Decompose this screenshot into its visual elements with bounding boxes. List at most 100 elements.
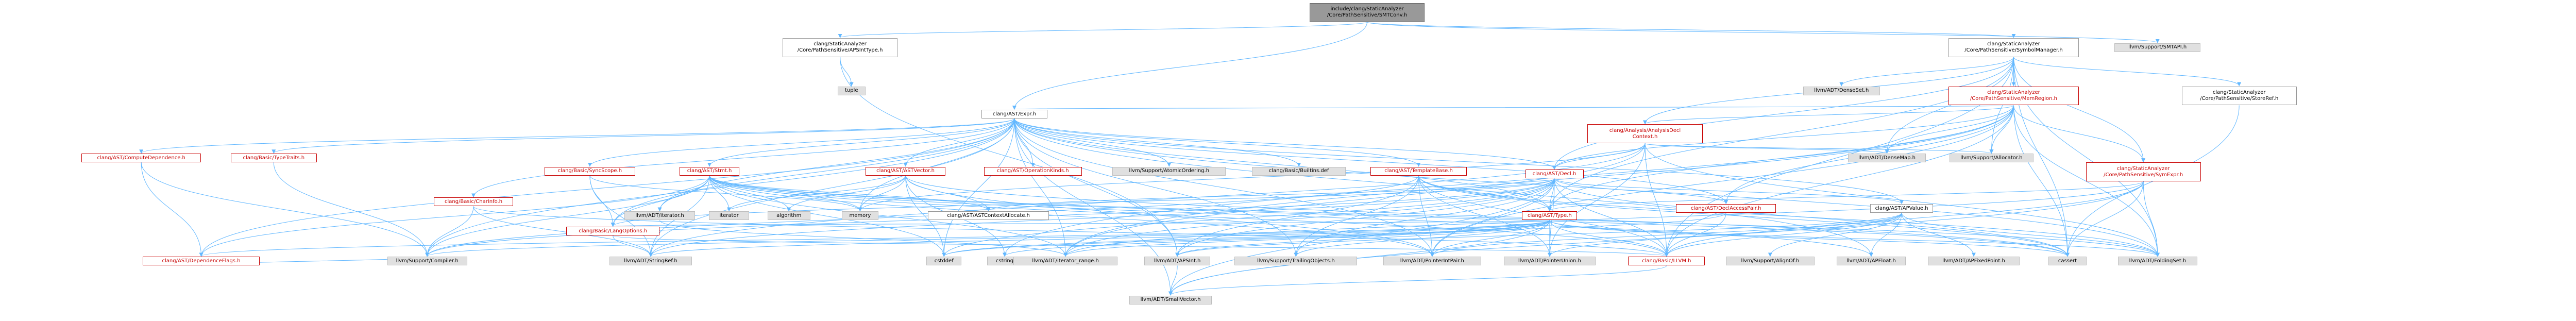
edge-stmt-to-cassert (709, 175, 2070, 257)
edge-memregion-to-foldingset (2013, 105, 2160, 257)
edge-decl-to-ptrint (1430, 178, 1555, 257)
edge-apvalue-to-apfixed (1901, 213, 1976, 257)
edge-analysisdecl-to-stringref (649, 143, 1646, 257)
node-compiler: llvm/Support/Compiler.h (387, 257, 467, 266)
node-smtapi: llvm/Support/SMTAPI.h (2114, 43, 2201, 52)
edge-analysisdecl-to-iterrange (1063, 143, 1646, 257)
node-stmt[interactable]: clang/AST/Stmt.h (680, 166, 740, 176)
node-astvector[interactable]: clang/AST/ASTVector.h (866, 166, 945, 176)
edge-expr-to-atomicord (1014, 119, 1172, 167)
node-algorithm: algorithm (767, 211, 810, 221)
node-denseset: llvm/ADT/DenseSet.h (1803, 86, 1880, 95)
edge-root-to-expr (1012, 22, 1368, 110)
edge-decl-to-apsintL (1175, 178, 1555, 257)
edge-expr-to-cstddef (942, 119, 1015, 257)
edge-stmt-to-ptrint (709, 175, 1434, 257)
node-astcontextallocate[interactable]: clang/AST/ASTContextAllocate.h (928, 211, 1049, 221)
edge-expr-to-templatebase (1014, 118, 1421, 167)
node-declaccesspair[interactable]: clang/AST/DeclAccessPair.h (1676, 204, 1776, 213)
edge-stmt-to-apfloat (709, 175, 1873, 257)
edge-apvalue-to-ptrint (1430, 213, 1902, 257)
edge-templatebase-to-compiler (425, 175, 1419, 257)
node-analysisdeclcontext[interactable]: clang/Analysis/AnalysisDecl Context.h (1587, 124, 1703, 144)
node-stringref: llvm/ADT/StringRef.h (609, 257, 692, 266)
node-type[interactable]: clang/AST/Type.h (1522, 211, 1578, 221)
node-charinfo[interactable]: clang/Basic/CharInfo.h (433, 197, 514, 207)
edge-llvm_h-to-smallvec (1168, 265, 1667, 296)
edge-decl-to-cstddef (942, 178, 1555, 257)
edge-memregion-to-cassert (2013, 105, 2070, 257)
edge-expr-to-computedep (139, 118, 1015, 154)
edge-charinfo-to-compiler (425, 206, 474, 257)
edge-apvalue-to-alignof (1768, 213, 1902, 257)
node-decl[interactable]: clang/AST/Decl.h (1525, 170, 1584, 179)
edge-stmt-to-compiler (425, 175, 710, 257)
edge-expr-to-syncscope (588, 118, 1015, 167)
edge-decl-to-llvm_h (1554, 178, 1669, 257)
node-symexpr[interactable]: clang/StaticAnalyzer /Core/PathSensitive… (2086, 162, 2201, 182)
edge-expr-to-declaccess (1014, 119, 1728, 205)
edge-memregion-to-expr (1014, 105, 2014, 110)
edge-expr-to-depflags (199, 119, 1015, 257)
edge-memregion-to-symexpr (2013, 105, 2146, 163)
edge-expr-to-type (1014, 119, 1552, 212)
edge-type-to-stringref (649, 220, 1550, 257)
edge-apvalue-to-ptrunion (1548, 213, 1902, 257)
node-typetraits[interactable]: clang/Basic/TypeTraits.h (230, 154, 317, 163)
edge-memregion-to-llvm_h (1664, 105, 2014, 257)
edge-decl-to-stringref (649, 178, 1555, 257)
edge-expr-to-iterrange (1014, 119, 1068, 257)
node-computedependence[interactable]: clang/AST/ComputeDependence.h (81, 154, 201, 163)
edge-stmt-to-iterator (709, 175, 732, 212)
edge-root-to-smtapi (1367, 22, 2160, 43)
edge-expr-to-typetraits (272, 118, 1015, 154)
edge-stmt-to-llvm_h (709, 175, 1669, 257)
node-cassert: cassert (2048, 257, 2087, 266)
node-allocator: llvm/Support/Allocator.h (1949, 154, 2034, 163)
edge-stmt-to-iterrange (709, 175, 1068, 257)
edge-apvalue-to-apsintL (1175, 212, 1902, 257)
edge-astvector-to-cassert (905, 175, 2070, 257)
edge-type-to-smallvec (1168, 220, 1550, 296)
edge-type-to-ptrint (1430, 220, 1550, 257)
node-memregion[interactable]: clang/StaticAnalyzer /Core/PathSensitive… (1948, 86, 2079, 106)
node-expr[interactable]: clang/AST/Expr.h (981, 110, 1047, 119)
edge-decl-to-trailing (1294, 178, 1555, 257)
edge-langopts-to-llvm_h (613, 235, 1669, 257)
node-apvalue[interactable]: clang/AST/APValue.h (1870, 204, 1934, 213)
edge-syncscope-to-memory (589, 175, 862, 212)
edge-decl-to-astctxalloc (986, 178, 1555, 212)
node-clang-llvm[interactable]: clang/Basic/LLVM.h (1628, 257, 1705, 266)
node-trailingobjects: llvm/Support/TrailingObjects.h (1234, 257, 1358, 266)
edge-type-to-iterrange (1063, 220, 1550, 257)
edge-astvector-to-ptrint (905, 175, 1434, 257)
edge-apsintL-to-smallvec (1168, 265, 1178, 296)
node-langoptions[interactable]: clang/Basic/LangOptions.h (566, 227, 660, 236)
node-std-iterator: iterator (709, 211, 749, 221)
node-apsint: llvm/ADT/APSInt.h (1144, 257, 1211, 266)
node-symbolmanager[interactable]: clang/StaticAnalyzer /Core/PathSensitive… (1948, 38, 2079, 57)
edge-templatebase-to-trailing (1294, 175, 1419, 257)
edge-computedep-to-compiler (141, 162, 430, 257)
edge-memregion-to-cstring (1003, 105, 2014, 257)
edge-declaccess-to-cstddef (942, 212, 1726, 257)
edge-expr-to-decl (1014, 118, 1556, 170)
edge-symman-to-storeref (2013, 57, 2242, 87)
edge-analysisdecl-to-llvm_h (1645, 143, 1669, 257)
edge-stmt-to-langopts (611, 175, 710, 227)
node-apsinttype[interactable]: clang/StaticAnalyzer /Core/PathSensitive… (783, 38, 898, 57)
node-dependenceflags[interactable]: clang/AST/DependenceFlags.h (143, 257, 260, 266)
node-templatebase[interactable]: clang/AST/TemplateBase.h (1370, 166, 1467, 176)
edge-root-to-apsint (838, 22, 1368, 38)
node-syncscope[interactable]: clang/Basic/SyncScope.h (545, 166, 635, 176)
node-operationkinds[interactable]: clang/AST/OperationKinds.h (984, 166, 1082, 176)
node-storeref[interactable]: clang/StaticAnalyzer /Core/PathSensitive… (2181, 86, 2297, 106)
edge-stmt-to-algorithm (709, 175, 791, 212)
node-iterator-range: llvm/ADT/iterator_range.h (1013, 257, 1118, 266)
node-densemap: llvm/ADT/DenseMap.h (1848, 154, 1926, 163)
edge-syncscope-to-stringref (589, 175, 653, 257)
edge-apsint-to-tuple (840, 57, 854, 87)
edge-templatebase-to-cassert (1418, 175, 2070, 257)
edge-analysisdecl-to-ptrunion (1547, 143, 1646, 257)
